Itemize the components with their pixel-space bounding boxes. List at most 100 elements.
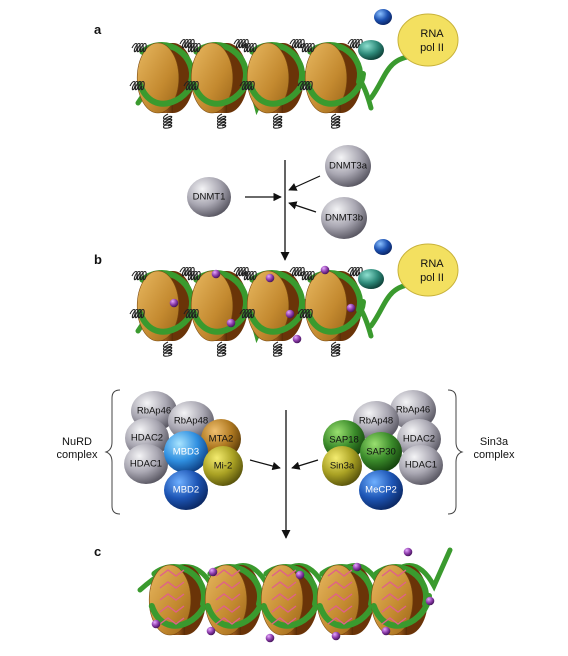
methyl-group (208, 567, 218, 577)
methyl-group (381, 626, 391, 636)
sin3a-mecp2: MeCP2 (359, 470, 403, 510)
repressed-tail (381, 617, 407, 625)
histone-tail (299, 42, 315, 53)
repressed-tails (327, 569, 353, 625)
panel-a-active-chromatin (129, 38, 417, 129)
arrow-nurd (249, 459, 281, 471)
dnmt3a-label: DNMT3a (329, 161, 368, 172)
repressed-tail (159, 581, 185, 589)
nucleosome-5 (370, 564, 432, 636)
svg-text:HDAC2: HDAC2 (131, 433, 163, 444)
histone-tail (297, 308, 313, 319)
repressed-tail (381, 593, 407, 601)
nurd-label-line2: complex (57, 449, 98, 461)
methyl-group (331, 631, 341, 641)
dnmt1-label: DNMT1 (193, 192, 226, 203)
repressed-tail (327, 617, 353, 625)
dnmt3b-label: DNMT3b (325, 213, 363, 224)
methyl-group (295, 570, 305, 580)
methyl-group (226, 318, 236, 328)
histone-tail (233, 266, 249, 277)
nucleosome-4 (304, 42, 366, 114)
arrow-dnmt3b (288, 201, 317, 213)
histone-tail (272, 113, 283, 129)
svg-text:Sin3a: Sin3a (330, 461, 355, 472)
svg-text:HDAC1: HDAC1 (130, 459, 162, 470)
repressed-tail (271, 569, 297, 577)
histone-tail (239, 308, 255, 319)
svg-text:Mi-2: Mi-2 (214, 461, 232, 472)
dna-wrap-front (304, 71, 366, 107)
rna-pol-ii-a: RNA pol II (358, 9, 459, 67)
repressed-tail (215, 569, 241, 577)
nurd-label-line1: NuRD (62, 436, 92, 448)
nucleosome-3 (260, 564, 322, 636)
svg-text:SAP30: SAP30 (366, 447, 396, 458)
histone-tail (241, 42, 257, 53)
nucleosome-1 (148, 564, 210, 636)
sin3a-complex: Sin3a complex RbAp46 RbAp48 HDAC2 SAP18 … (322, 389, 515, 515)
dna-wrap-front (304, 299, 366, 335)
nurd-mbd2: MBD2 (164, 470, 208, 510)
svg-text:RbAp46: RbAp46 (137, 406, 171, 417)
histone-tail (239, 80, 255, 91)
histone-tail (185, 42, 201, 53)
nurd-rbap48: RbAp48 (168, 401, 214, 441)
nurd-hdac1: HDAC1 (124, 444, 168, 484)
nucleosome-2 (190, 270, 252, 342)
histone-tail (241, 270, 257, 281)
methyl-group (285, 309, 295, 319)
sin3a-label-line2: complex (474, 449, 515, 461)
repressed-tails (159, 569, 185, 625)
repressed-tail (159, 593, 185, 601)
panel-c-repressed-chromatin (137, 547, 453, 643)
svg-text:RbAp48: RbAp48 (359, 416, 393, 427)
methyl-group (352, 562, 362, 572)
svg-text:HDAC2: HDAC2 (403, 434, 435, 445)
histone-tail (347, 266, 363, 277)
dnmt3a-protein: DNMT3a (325, 145, 371, 187)
dnmt1-protein: DNMT1 (187, 177, 231, 217)
histone-tail (162, 113, 173, 129)
svg-text:SAP18: SAP18 (329, 435, 359, 446)
repressed-tail (215, 617, 241, 625)
rna-pol-b-line1: RNA (420, 258, 444, 270)
nurd-mbd3: MBD3 (164, 431, 208, 473)
histone-tail (347, 38, 363, 49)
repressed-tail (271, 593, 297, 601)
repressed-tail (271, 605, 297, 613)
nucleosome-2 (204, 564, 266, 636)
histone-tail (272, 341, 283, 357)
repressed-tail (271, 581, 297, 589)
panel-label-c: c (94, 544, 101, 559)
methyl-group (151, 619, 161, 629)
methyl-group (169, 298, 179, 308)
histone-tail (179, 266, 195, 277)
repressed-tail (159, 617, 185, 625)
svg-text:MTA2: MTA2 (209, 434, 234, 445)
svg-text:HDAC1: HDAC1 (405, 460, 437, 471)
sin3a-sin3a: Sin3a (322, 446, 362, 486)
histone-tail (183, 308, 199, 319)
svg-text:RbAp48: RbAp48 (174, 416, 208, 427)
histone-tail (233, 38, 249, 49)
rna-pol-ii-b: RNA pol II (358, 239, 459, 297)
dnmt3b-protein: DNMT3b (321, 197, 367, 239)
histone-tail (131, 270, 147, 281)
repressed-tail (381, 605, 407, 613)
nucleosome-4 (316, 564, 378, 636)
methyl-group (320, 265, 330, 275)
histone-tail (299, 270, 315, 281)
rna-pol-a-line1: RNA (420, 28, 444, 40)
histone-tail (185, 270, 201, 281)
histone-tail (289, 266, 305, 277)
methyl-group (292, 334, 302, 344)
svg-text:MBD2: MBD2 (173, 485, 199, 496)
repressed-tail (327, 581, 353, 589)
histone-tail (179, 38, 195, 49)
sin3a-label-line1: Sin3a (480, 436, 509, 448)
nucleosome-1 (136, 42, 198, 114)
histone-tail (330, 113, 341, 129)
repressed-tails (381, 569, 407, 625)
sin3a-rbap48: RbAp48 (353, 401, 399, 441)
